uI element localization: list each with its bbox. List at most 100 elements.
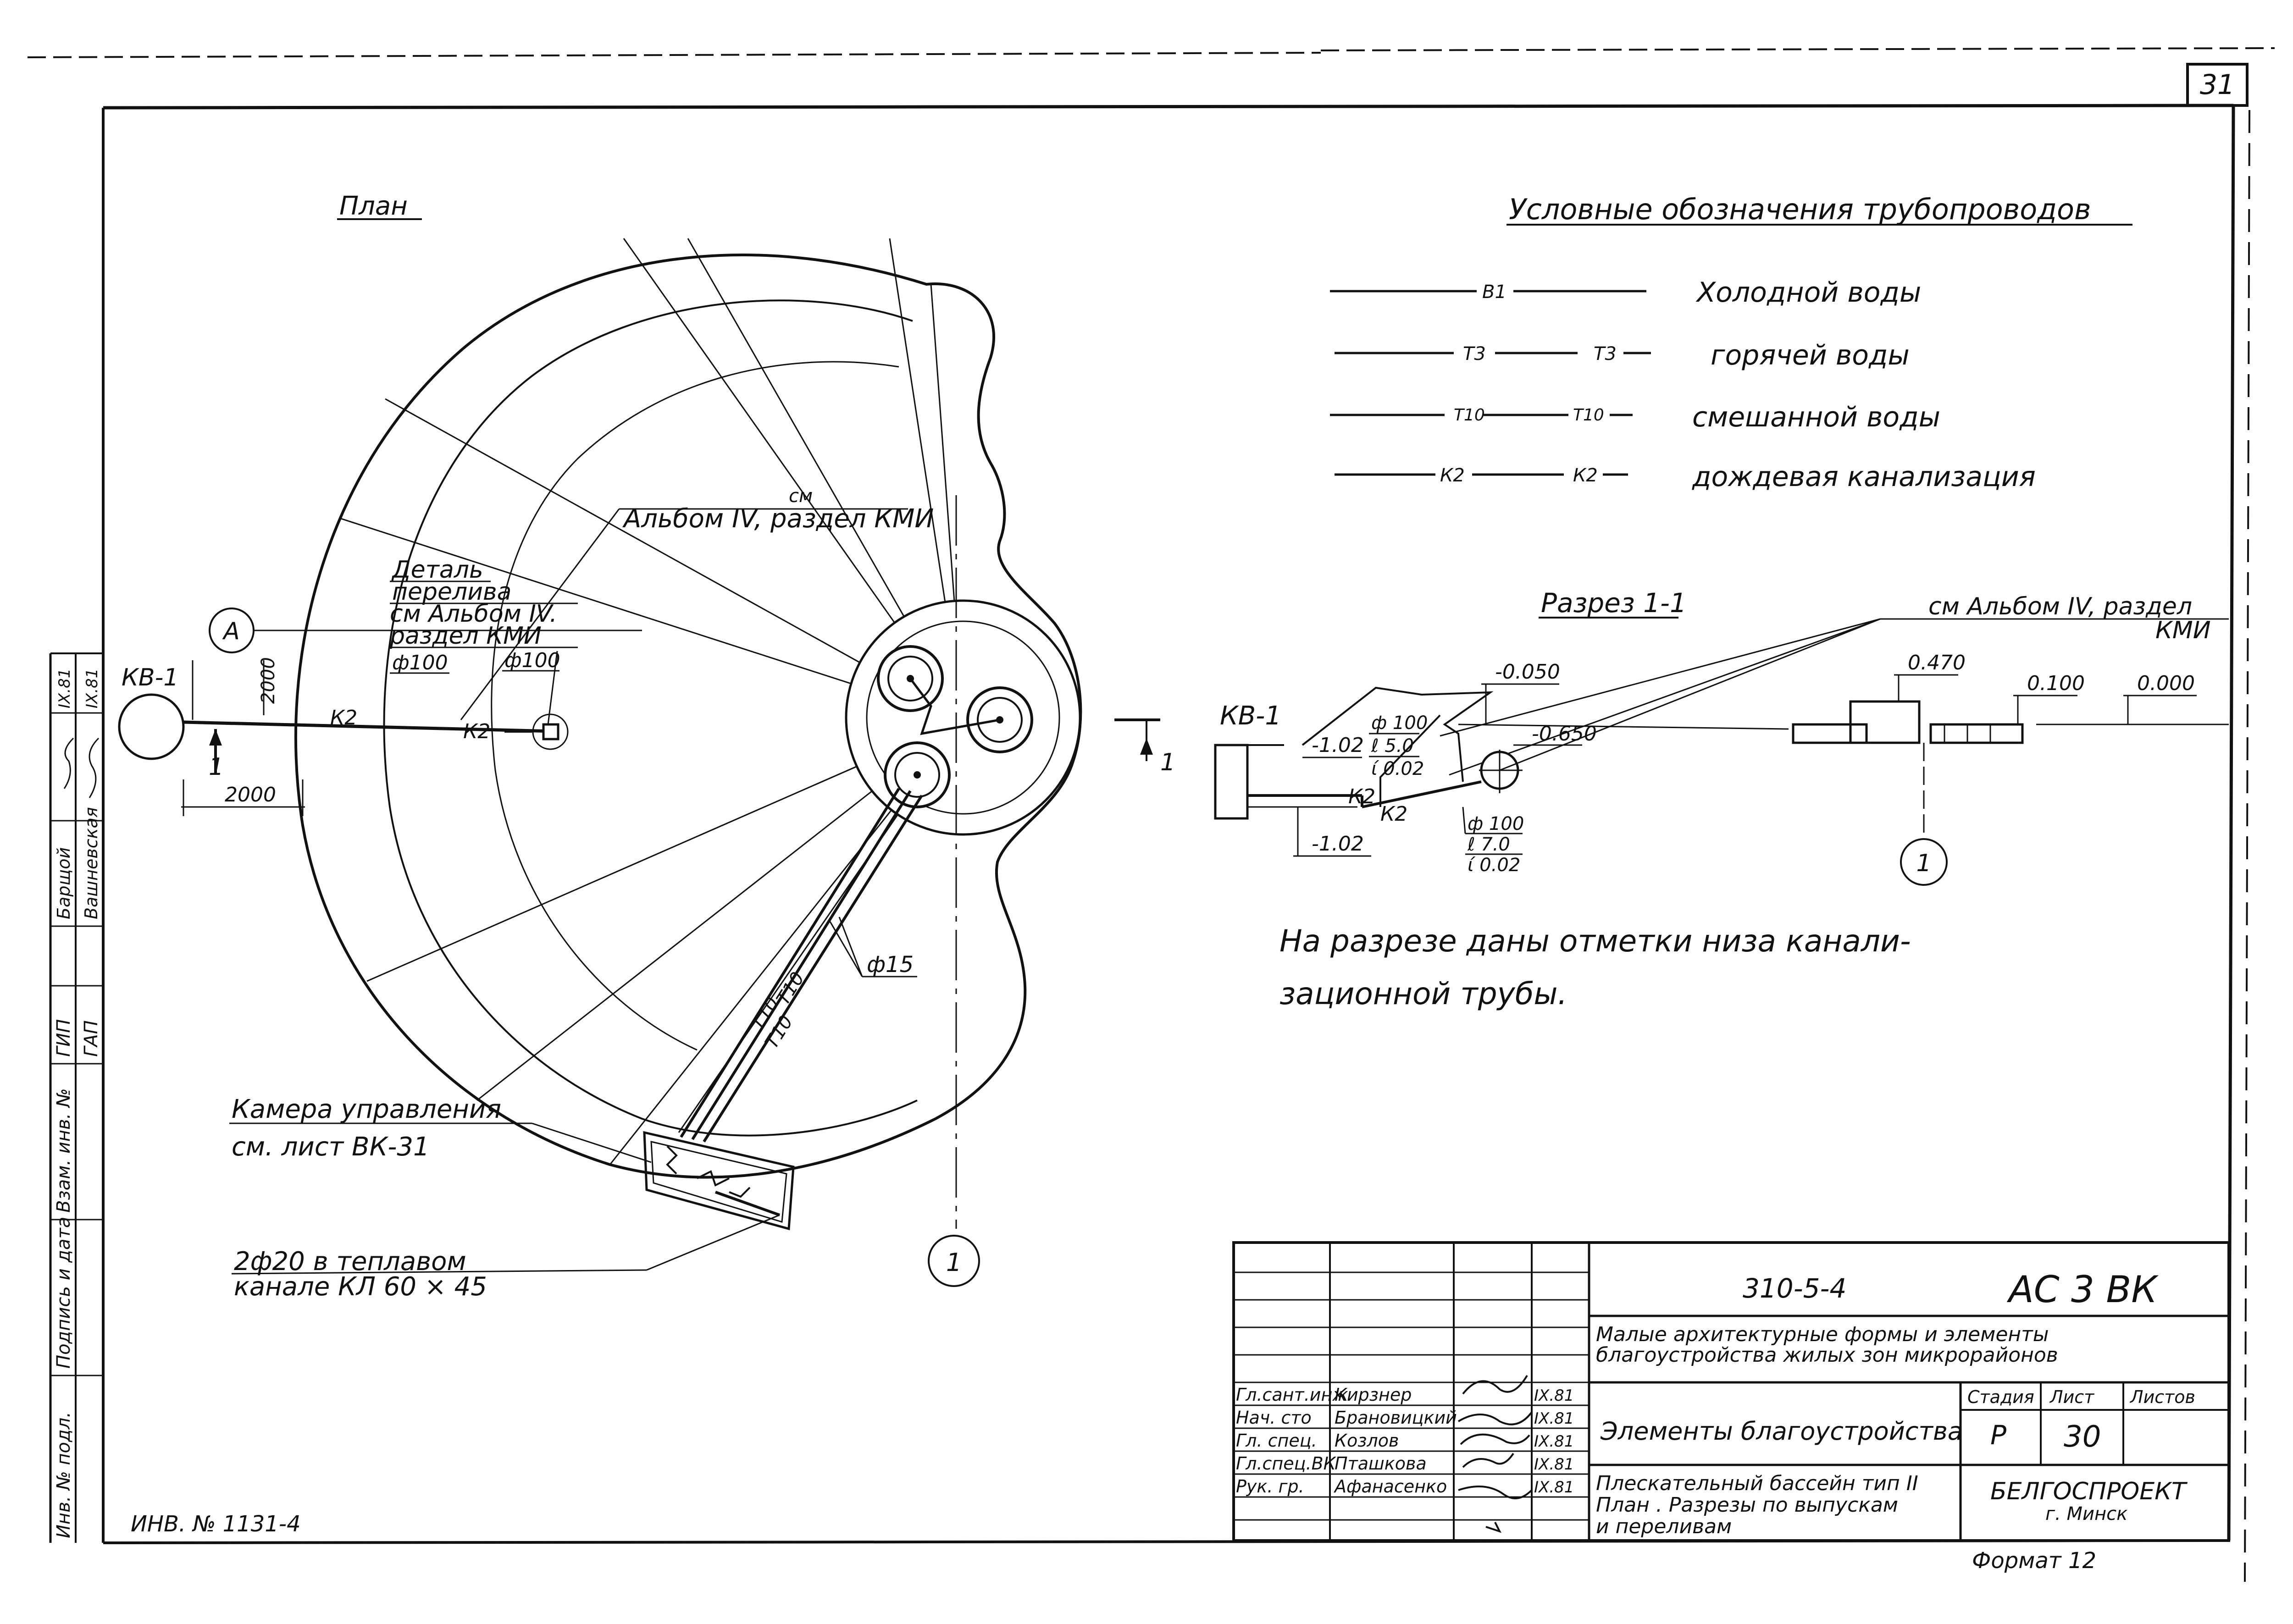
dim-horizontal: 2000 <box>225 783 276 806</box>
pipe1-diam: ф 100 <box>1371 713 1428 734</box>
legend-text-hot: горячей воды <box>1711 339 1910 371</box>
section-view: Разрез 1-1 см Альбом IV, раздел КМИ КВ-1… <box>1214 587 2229 886</box>
ref-sm: см <box>789 486 813 507</box>
section-ground <box>1302 686 1494 782</box>
elev-100: 0.100 <box>2027 672 2085 695</box>
axis-a-label: А <box>222 618 240 645</box>
svg-text:IX.81: IX.81 <box>1534 1478 1574 1497</box>
sheet-number-box: 31 <box>2186 63 2249 107</box>
svg-text:Кирзнер: Кирзнер <box>1335 1385 1412 1405</box>
t10-pipes <box>680 788 923 1143</box>
svg-text:Деталь: Деталь <box>391 556 483 584</box>
k2-label-1: К2 <box>330 706 357 729</box>
diam-100-a: ф100 <box>392 651 448 674</box>
legend-text-mixed: смешанной воды <box>1692 401 1940 433</box>
axis-1-label: 1 <box>946 1248 962 1277</box>
svg-text:IX.81: IX.81 <box>1534 1455 1574 1474</box>
pipe1-length: ℓ 5.0 <box>1371 735 1414 757</box>
title-block: 310-5-4 АС 3 ВК Малые архитектурные форм… <box>1232 1241 2230 1574</box>
svg-text:IX.81: IX.81 <box>1534 1386 1574 1405</box>
svg-text:Гл.сант.инж: Гл.сант.инж <box>1236 1385 1348 1405</box>
legend-code-b1: В1 <box>1482 282 1507 303</box>
section-k2-a: К2 <box>1348 785 1375 808</box>
tb-org-1: БЕЛГОСПРОЕКТ <box>1990 1478 2188 1505</box>
strip-label-replace: Взам. инв. № <box>53 1088 74 1213</box>
section-cut-right-label: 1 <box>1160 749 1175 776</box>
svg-text:Пташкова: Пташкова <box>1335 1453 1427 1474</box>
k2-label-2: К2 <box>463 720 490 743</box>
pipe2-diam: ф 100 <box>1468 813 1524 834</box>
section-ref-leader <box>1440 618 1881 737</box>
detail-overflow-text: Деталь перелива см Альбом IV. раздел КМИ… <box>389 556 578 725</box>
tb-drawing-1: Плескательный бассейн тип II <box>1596 1472 1918 1495</box>
diam-15-leader <box>829 921 863 977</box>
top-margin-line <box>27 52 1321 58</box>
tb-stage: Р <box>1990 1420 2006 1451</box>
svg-text:раздел КМИ: раздел КМИ <box>389 622 542 650</box>
section-title: Разрез 1-1 <box>1541 587 1687 619</box>
chamber-label-2: см. лист ВК-31 <box>232 1132 430 1162</box>
dim-vertical: 2000 <box>258 657 279 704</box>
axis-1-marker <box>928 1235 980 1287</box>
section-axis-1: 1 <box>1916 850 1931 877</box>
pipe-legend: Условные обозначения трубопроводов В1 Хо… <box>1330 193 2132 493</box>
diam-15: ф15 <box>867 952 914 978</box>
elev-m102a: -1.02 <box>1312 734 1364 757</box>
tb-drawing-3: и переливам <box>1596 1515 1732 1538</box>
strip-date-1: IX.81 <box>55 668 74 708</box>
strip-label-signature: Подпись и дата <box>53 1217 74 1369</box>
pool-outline <box>294 254 1082 1179</box>
pipe2-slope: ί 0.02 <box>1468 855 1520 876</box>
plan-title: План <box>339 191 408 221</box>
tb-sheet-label: Лист <box>2049 1387 2095 1407</box>
svg-text:Козлов: Козлов <box>1335 1431 1399 1451</box>
section-pool-structures <box>1792 700 2229 744</box>
note-line-1: На разрезе даны отметки низа канали- <box>1279 923 1911 959</box>
inventory-number: ИНВ. № 1131-4 <box>131 1511 301 1537</box>
elev-470: 0.470 <box>1908 651 1966 674</box>
control-chamber <box>643 1131 795 1231</box>
tb-org-2: г. Минск <box>2045 1503 2127 1525</box>
pipe1-slope: ί 0.02 <box>1371 758 1424 779</box>
tb-staff: Гл.сант.инж Кирзнер IX.81 Нач. сто Брано… <box>1236 1385 1574 1497</box>
tb-sheet: 30 <box>2064 1420 2101 1454</box>
strip-signature-2 <box>89 737 100 798</box>
tb-project-2: благоустройства жилых зон микрорайонов <box>1596 1343 2058 1367</box>
svg-text:Гл. спец.: Гл. спец. <box>1236 1431 1317 1451</box>
elev-000: 0.000 <box>2137 672 2195 695</box>
section-axis-1-marker <box>1900 838 1948 886</box>
elev-m050: -0.050 <box>1495 660 1560 684</box>
pipe2-length: ℓ 7.0 <box>1467 834 1510 855</box>
nozzle-center <box>914 771 921 779</box>
strip-signature-1 <box>63 737 74 789</box>
svg-text:Рук. гр.: Рук. гр. <box>1236 1476 1304 1497</box>
section-cut-left-label: 1 <box>209 753 224 781</box>
chamber-label-1: Камера управления <box>232 1094 501 1124</box>
tb-drawing-2: План . Разрезы по выпускам <box>1596 1493 1898 1517</box>
tb-sheets-label: Листов <box>2129 1387 2195 1407</box>
section-ref-1: см Альбом IV, раздел <box>1928 593 2192 620</box>
tb-signatures <box>1457 1375 1533 1533</box>
legend-code-t3-b: Т3 <box>1594 343 1617 365</box>
kv1-well <box>118 693 185 760</box>
legend-title: Условные обозначения трубопроводов <box>1509 193 2091 226</box>
tb-section-name: Элементы благоустройства <box>1600 1417 1963 1446</box>
tb-format: Формат 12 <box>1972 1548 2096 1574</box>
k2-pipe <box>183 720 555 733</box>
svg-text:IX.81: IX.81 <box>1534 1432 1574 1451</box>
tb-project-1: Малые архитектурные формы и элементы <box>1596 1323 2049 1346</box>
legend-code-t10-a: Т10 <box>1454 406 1485 425</box>
strip-name-2: Вашневская <box>81 807 101 919</box>
svg-text:Афанасенко: Афанасенко <box>1333 1476 1447 1497</box>
central-island <box>845 599 1081 836</box>
section-note: На разрезе даны отметки низа канали- зац… <box>1279 923 1911 1011</box>
strip-label-gap: ГАП <box>81 1020 102 1057</box>
top-margin-line-right <box>1320 47 2275 51</box>
svg-text:Нач. сто: Нач. сто <box>1236 1408 1312 1428</box>
svg-text:см Альбом IV.: см Альбом IV. <box>390 600 557 628</box>
sheet-number: 31 <box>2200 69 2235 101</box>
tb-mark: АС 3 ВК <box>2006 1268 2159 1311</box>
kv1-label: КВ-1 <box>122 664 178 691</box>
